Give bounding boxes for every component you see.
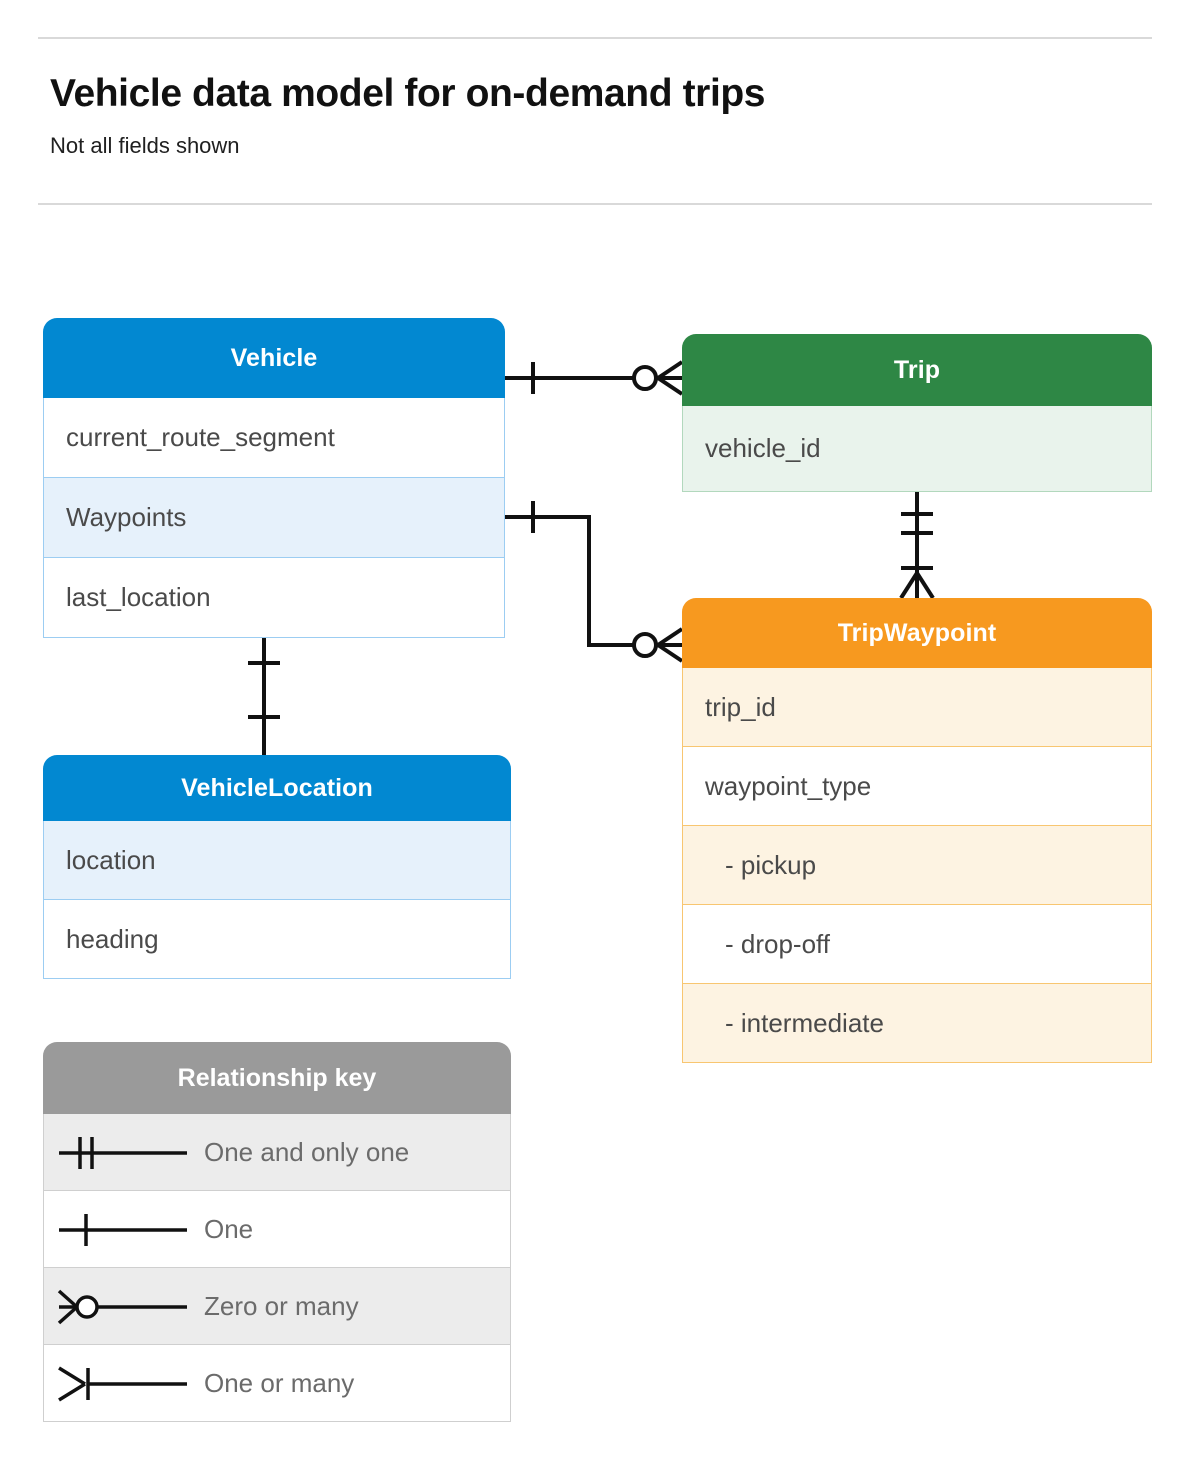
- relationship-key-legend: Relationship key One and only one: [43, 1042, 511, 1422]
- entity-trip-field-vehicle-id[interactable]: vehicle_id: [682, 406, 1152, 492]
- entity-tripwaypoint-field-pickup[interactable]: - pickup: [682, 826, 1152, 905]
- one-or-many-icon: [44, 1345, 204, 1421]
- entity-vehicle-field-waypoints[interactable]: Waypoints: [43, 478, 505, 558]
- legend-label-one: One: [204, 1213, 254, 1244]
- connector-vehicle-trip: [504, 360, 684, 396]
- entity-tripwaypoint-field-intermediate[interactable]: - intermediate: [682, 984, 1152, 1063]
- connector-waypoints-tripwaypoint: [504, 501, 684, 663]
- entity-tripwaypoint[interactable]: TripWaypoint trip_id waypoint_type - pic…: [682, 598, 1152, 1063]
- entity-vehicle[interactable]: Vehicle current_route_segment Waypoints …: [43, 318, 505, 638]
- entity-tripwaypoint-field-drop-off[interactable]: - drop-off: [682, 905, 1152, 984]
- entity-vehicle-field-last-location[interactable]: last_location: [43, 558, 505, 638]
- entity-trip-title: Trip: [682, 334, 1152, 406]
- page-subtitle: Not all fields shown: [50, 133, 240, 158]
- entity-vehiclelocation-field-heading[interactable]: heading: [43, 900, 511, 979]
- legend-label-zero-or-many: Zero or many: [204, 1290, 359, 1321]
- entity-tripwaypoint-field-waypoint-type[interactable]: waypoint_type: [682, 747, 1152, 826]
- entity-vehicle-title: Vehicle: [43, 318, 505, 398]
- legend-row-zero-or-many: Zero or many: [43, 1268, 511, 1345]
- entity-vehiclelocation-field-location[interactable]: location: [43, 821, 511, 900]
- entity-vehicle-field-current-route-segment[interactable]: current_route_segment: [43, 398, 505, 478]
- legend-label-one-or-many: One or many: [204, 1367, 355, 1398]
- entity-vehiclelocation-title: VehicleLocation: [43, 755, 511, 821]
- divider-top: [38, 37, 1152, 39]
- entity-vehiclelocation[interactable]: VehicleLocation location heading: [43, 755, 511, 979]
- zero-or-many-icon: [44, 1268, 204, 1344]
- page-title: Vehicle data model for on-demand trips: [50, 72, 766, 115]
- connector-vehicle-vehiclelocation: [248, 637, 280, 755]
- legend-row-one-or-many: One or many: [43, 1345, 511, 1422]
- entity-tripwaypoint-title: TripWaypoint: [682, 598, 1152, 668]
- one-and-only-one-icon: [44, 1114, 204, 1190]
- legend-row-one: One: [43, 1191, 511, 1268]
- one-icon: [44, 1191, 204, 1267]
- legend-label-one-and-only-one: One and only one: [204, 1136, 410, 1167]
- divider-bottom: [38, 203, 1152, 205]
- connector-trip-tripwaypoint: [899, 492, 935, 600]
- entity-trip[interactable]: Trip vehicle_id: [682, 334, 1152, 492]
- legend-row-one-and-only-one: One and only one: [43, 1114, 511, 1191]
- entity-tripwaypoint-field-trip-id[interactable]: trip_id: [682, 668, 1152, 747]
- legend-title: Relationship key: [43, 1042, 511, 1114]
